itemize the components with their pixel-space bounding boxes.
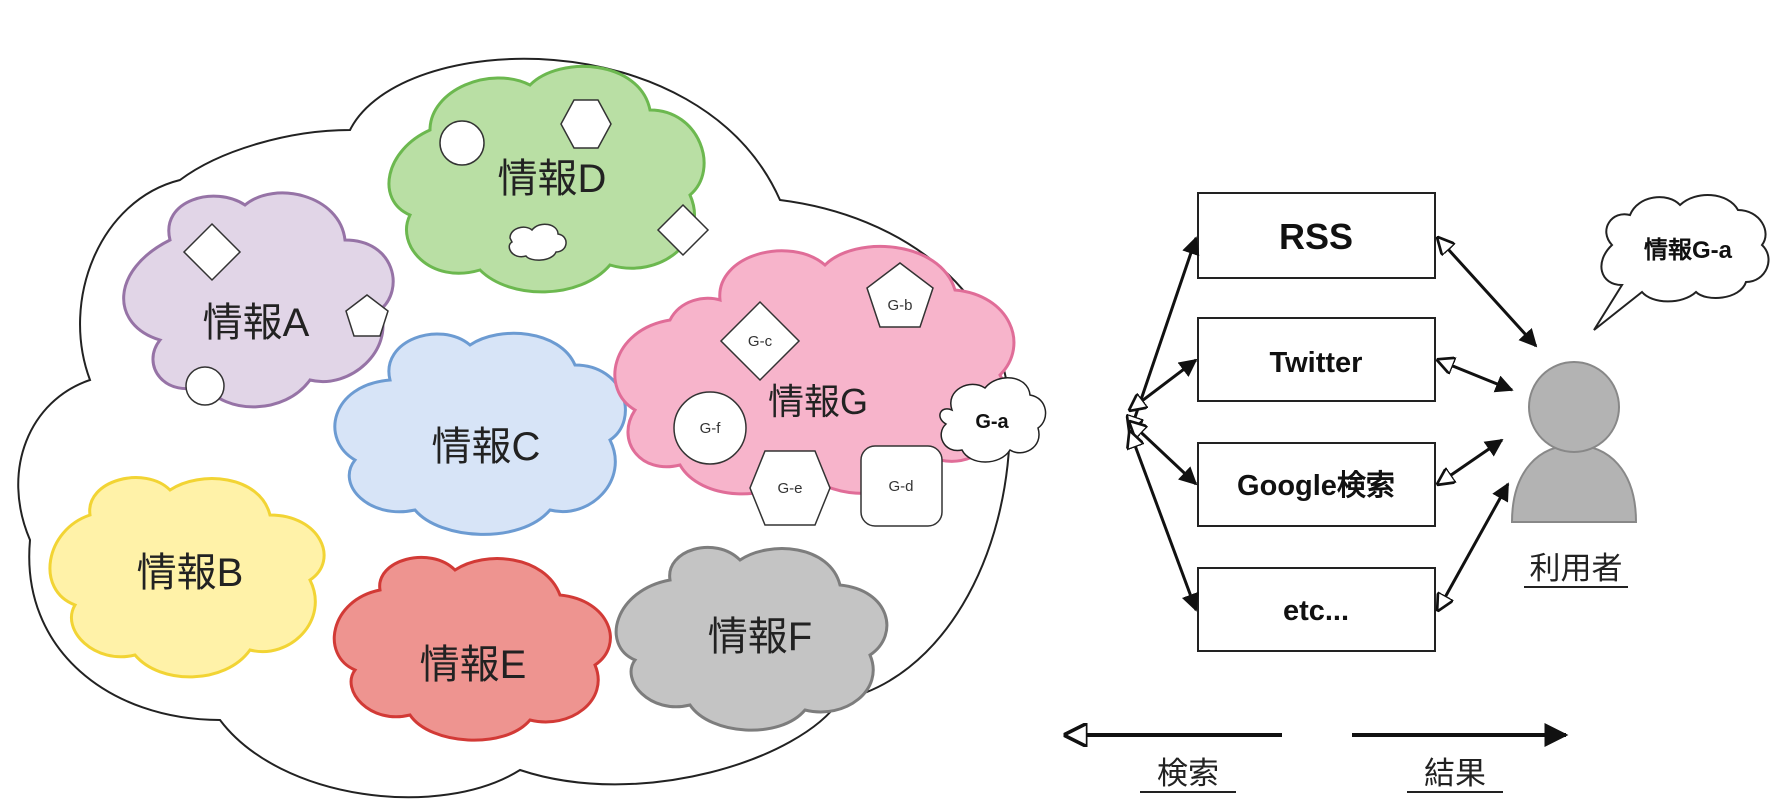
cloud-shape-icon — [508, 223, 567, 261]
rounded-square-shape-icon — [860, 445, 943, 527]
g-e-label: G-e — [777, 480, 802, 497]
legend: 検索 結果 — [1066, 723, 1569, 793]
cloud-e: 情報E — [332, 555, 612, 742]
g-f-label: G-f — [700, 420, 722, 437]
cloud-d: 情報D — [387, 65, 710, 294]
cloud-g-label: 情報G — [768, 381, 868, 422]
arrow-twitter-user — [1438, 360, 1512, 390]
cloud-f-label: 情報F — [708, 615, 812, 659]
cloud-a: 情報A — [122, 191, 395, 409]
cloud-b: 情報B — [48, 476, 326, 679]
user-icon — [1510, 361, 1638, 523]
cloud-c-shape — [333, 331, 627, 536]
cloud-e-shape — [332, 555, 612, 742]
diamond-shape-icon — [182, 222, 242, 282]
cloud-b-label: 情報B — [137, 551, 244, 595]
cloud-c: 情報C — [333, 331, 627, 536]
user-label: 利用者 — [1530, 551, 1623, 586]
diamond-shape-icon — [656, 203, 710, 257]
speech-bubble: 情報G-a — [1593, 193, 1770, 331]
arrow-cloud-twitter — [1130, 358, 1196, 410]
cloud-e-label: 情報E — [420, 643, 527, 687]
service-twitter-label: Twitter — [1270, 347, 1363, 379]
service-rss[interactable]: RSS — [1197, 192, 1436, 279]
arrow-rss-user — [1438, 238, 1536, 346]
user-body — [1510, 443, 1638, 523]
cloud-f-shape — [614, 545, 889, 732]
legend-result-label: 結果 — [1424, 756, 1486, 791]
cloud-b-shape — [48, 476, 326, 679]
cloud-shape-icon — [939, 377, 1047, 463]
service-google[interactable]: Google検索 — [1197, 442, 1436, 527]
circle-shape-icon — [439, 120, 485, 166]
g-d-label: G-d — [888, 478, 913, 495]
service-etc-label: etc... — [1283, 595, 1349, 627]
cloud-d-label: 情報D — [498, 157, 607, 201]
service-etc[interactable]: etc... — [1197, 567, 1436, 652]
cloud-f: 情報F — [614, 545, 889, 732]
arrow-cloud-etc — [1130, 432, 1196, 610]
cloud-g: 情報G G-b G-c G-a G-f G-e G-d — [613, 245, 1047, 527]
arrow-cloud-google — [1130, 422, 1196, 484]
user-head — [1528, 361, 1620, 453]
pentagon-shape-icon — [345, 294, 389, 337]
cloud-c-label: 情報C — [432, 425, 541, 469]
service-rss-label: RSS — [1279, 216, 1353, 257]
service-google-label: Google検索 — [1237, 469, 1395, 502]
g-b-label: G-b — [887, 297, 912, 314]
arrows-services-user — [1438, 238, 1536, 610]
circle-shape-icon — [673, 391, 747, 465]
legend-search-label: 検索 — [1157, 756, 1219, 791]
arrow-google-user — [1438, 438, 1502, 484]
diamond-shape-icon — [719, 300, 801, 382]
pentagon-shape-icon — [866, 262, 934, 328]
arrows-cloud-services — [1130, 238, 1196, 610]
arrow-etc-user — [1438, 484, 1510, 610]
service-twitter[interactable]: Twitter — [1197, 317, 1436, 402]
hexagon-shape-icon — [560, 99, 612, 149]
hexagon-shape-icon — [749, 450, 831, 526]
g-c-label: G-c — [748, 333, 773, 350]
cloud-a-label: 情報A — [203, 301, 310, 345]
circle-shape-icon — [185, 366, 225, 406]
speech-bubble-label: 情報G-a — [1644, 237, 1733, 264]
g-a-label: G-a — [975, 411, 1009, 433]
